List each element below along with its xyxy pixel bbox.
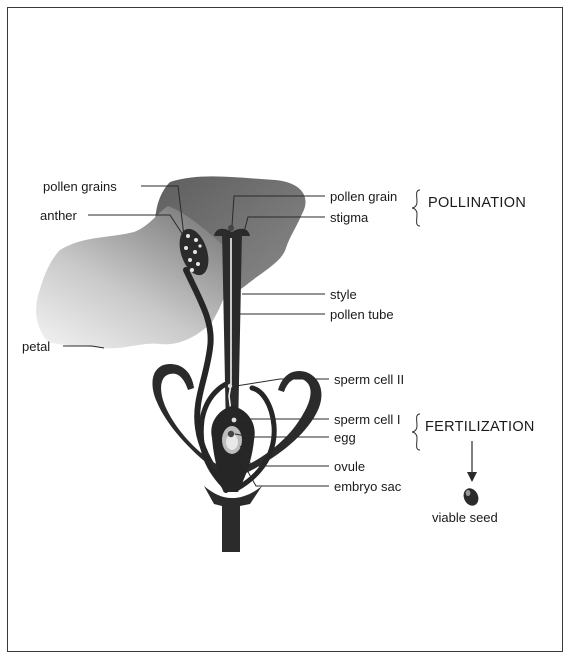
pollination-brace [412,190,420,226]
receptacle [204,486,262,552]
label-stigma: stigma [330,210,369,225]
viable-seed [461,486,481,508]
label-pollen-tube: pollen tube [330,307,394,322]
label-pollen-grains: pollen grains [43,179,117,194]
stage-fertilization: FERTILIZATION [425,419,535,435]
label-anther: anther [40,208,78,223]
arrow-head-icon [467,472,477,482]
sperm-cell-2 [228,384,232,388]
fertilization-brace [412,414,420,450]
style [222,232,242,432]
label-pollen-grain: pollen grain [330,189,397,204]
label-sperm-cell-1: sperm cell I [334,412,400,427]
label-petal: petal [22,339,50,354]
label-sperm-cell-2: sperm cell II [334,372,404,387]
label-style: style [330,287,357,302]
pollen-grain-on-stigma [228,225,234,231]
egg [228,431,234,437]
label-egg: egg [334,430,356,445]
sperm-cell-1 [232,418,237,423]
label-ovule: ovule [334,459,365,474]
seed-highlight [466,490,471,496]
stage-pollination: POLLINATION [428,195,526,211]
label-embryo-sac: embryo sac [334,479,402,494]
label-viable-seed: viable seed [432,510,498,525]
